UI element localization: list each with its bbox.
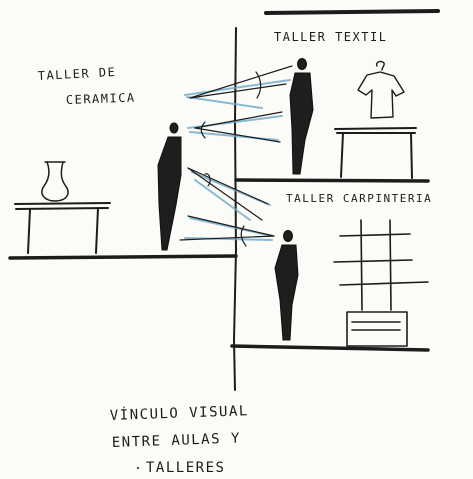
ceramics-table-icon <box>14 202 111 254</box>
label-textil: TALLER TEXTIL <box>274 30 387 44</box>
carpentry-frame-icon <box>333 219 429 311</box>
caption-line3: TALLERES <box>146 460 225 476</box>
label-carpinteria: TALLER CARPINTERIA <box>286 192 432 205</box>
label-ceramica-line1: TALLER DE <box>37 65 116 83</box>
carpentry-box-icon <box>346 311 408 347</box>
caption-line1: VÍNCULO VISUAL <box>110 402 250 424</box>
shirt-icon <box>357 60 405 119</box>
label-ceramica-line2: CERAMICA <box>66 91 136 107</box>
central-wall <box>233 27 237 391</box>
upper-floor-slab <box>234 178 430 183</box>
sight-lines <box>184 79 291 241</box>
left-floor-slab <box>8 254 238 260</box>
caption-line2: ENTRE AULAS Y <box>112 431 242 451</box>
sight-line-strokes <box>179 65 293 247</box>
lower-floor-slab <box>230 344 430 352</box>
person-carpinteria-icon <box>274 230 299 341</box>
person-ceramica-icon <box>157 122 182 251</box>
vase-icon <box>41 161 69 202</box>
roof-slab <box>264 9 440 15</box>
caption-dot <box>137 467 139 469</box>
person-textil-icon <box>289 58 314 175</box>
textile-table-icon <box>334 127 417 179</box>
